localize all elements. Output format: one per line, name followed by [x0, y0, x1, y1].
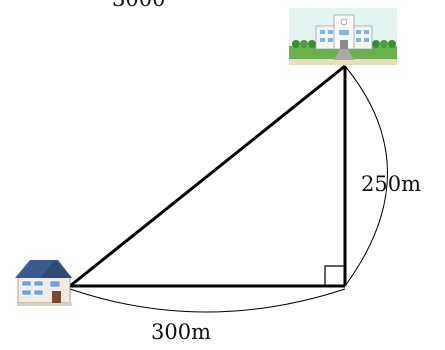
hypotenuse-edge	[69, 64, 346, 288]
height-bracket-arc	[344, 65, 388, 287]
top-partial-label: 3000	[112, 0, 165, 10]
height-label: 250m	[361, 172, 421, 196]
school-building-icon	[289, 8, 397, 65]
right-angle-mark	[324, 265, 345, 286]
base-bracket-arc	[69, 288, 346, 313]
base-label: 300m	[151, 320, 211, 344]
house-icon	[15, 260, 72, 306]
